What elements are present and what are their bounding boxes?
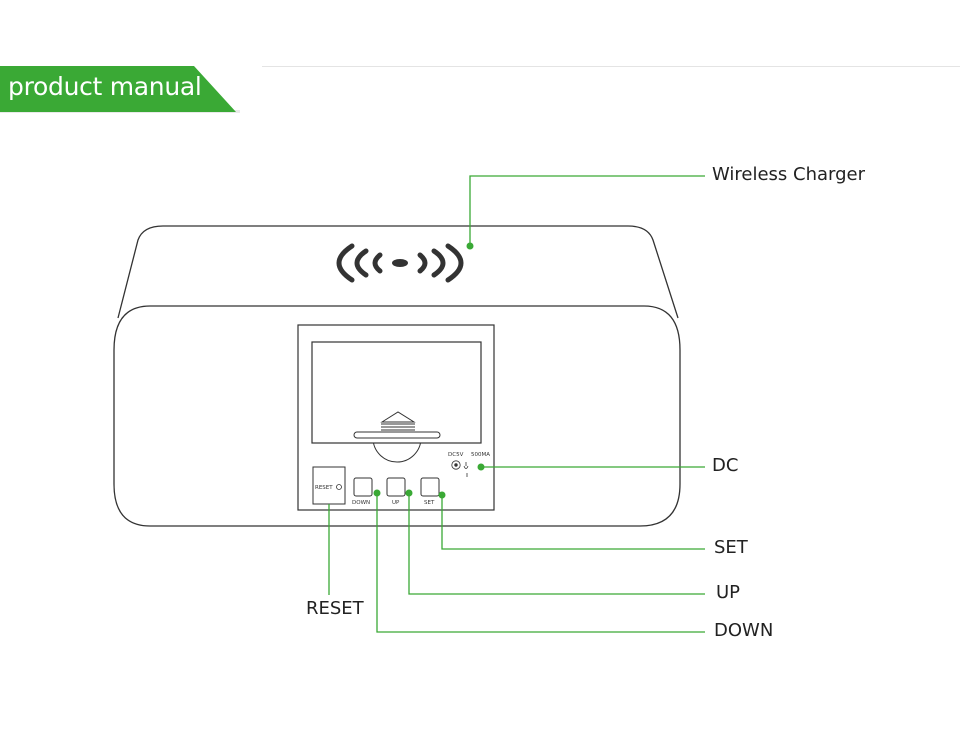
reset-label: RESET <box>315 485 333 491</box>
dc-current-label: 500MA <box>471 452 490 458</box>
callout-down: DOWN <box>714 620 774 641</box>
display-screen <box>311 341 482 444</box>
dc-jack-icon <box>451 460 469 477</box>
callout-dc: DC <box>712 455 739 476</box>
up-label: UP <box>392 500 400 506</box>
reset-hole <box>336 484 342 490</box>
callout-reset: RESET <box>306 598 364 619</box>
down-button[interactable] <box>353 477 373 497</box>
down-label: DOWN <box>352 500 370 506</box>
up-button[interactable] <box>386 477 406 497</box>
callout-leaders <box>328 175 705 633</box>
dc-voltage-label: DC5V <box>448 452 464 458</box>
callout-wireless-charger: Wireless Charger <box>712 164 866 185</box>
holder-ridge <box>380 411 416 431</box>
wireless-charging-icon <box>336 243 464 283</box>
page-title: product manual <box>8 72 202 101</box>
set-label: SET <box>424 500 435 506</box>
callout-up: UP <box>716 582 741 603</box>
callout-dots <box>373 242 485 499</box>
header-divider <box>262 66 960 67</box>
device-top-outline <box>117 225 679 319</box>
callout-set: SET <box>714 537 748 558</box>
set-button[interactable] <box>420 477 440 497</box>
title-banner <box>0 66 236 112</box>
phone-holder-slot <box>353 431 441 439</box>
